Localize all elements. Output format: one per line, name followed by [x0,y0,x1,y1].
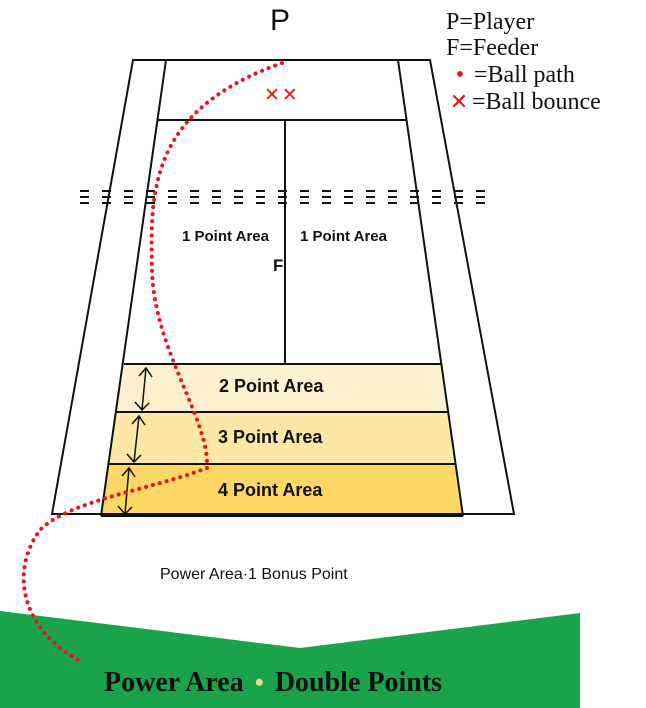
banner-bullet-icon: • [254,668,264,697]
power-area-banner [0,611,580,708]
band-2-point [116,364,449,412]
legend-ball-bounce: ✕=Ball bounce [446,90,601,115]
court-outline [50,59,516,515]
ball-bounce-marks: ✕✕ [264,84,300,106]
banner-prefix: Power Area [104,667,244,698]
band-label-2-point: 2 Point Area [219,376,324,396]
band-arrow-3 [117,466,136,516]
banner-suffix: Double Points [274,667,443,698]
band-label-4-point: 4 Point Area [218,480,323,500]
power-area-bonus-label: Power Area·1 Bonus Point [160,566,348,583]
feeder-marker: F [273,256,284,275]
ball-bounce-x-icon: ✕ [449,90,469,115]
legend-ball-path: • =Ball path [446,63,575,87]
legend-ball-path-text: =Ball path [474,62,575,88]
band-arrow-2 [126,414,146,464]
ball-path [21,61,284,664]
legend-ball-bounce-text: =Ball bounce [472,89,601,115]
band-3-point [109,412,456,464]
left-inner-sideline [100,59,167,517]
ball-path-dot-icon: • [455,62,465,88]
band-label-3-point: 3 Point Area [218,427,323,447]
band-arrow-1 [134,366,153,412]
left-one-point-area: 1 Point Area [182,228,269,245]
right-one-point-area: 1 Point Area [300,228,387,245]
right-inner-sideline [397,59,464,517]
legend-player: P=Player [446,9,535,35]
legend-feeder: F=Feeder [446,35,539,61]
power-area-banner-text: Power Area • Double Points [104,667,442,699]
player-label: P [270,4,291,37]
band-4-point [101,464,463,516]
